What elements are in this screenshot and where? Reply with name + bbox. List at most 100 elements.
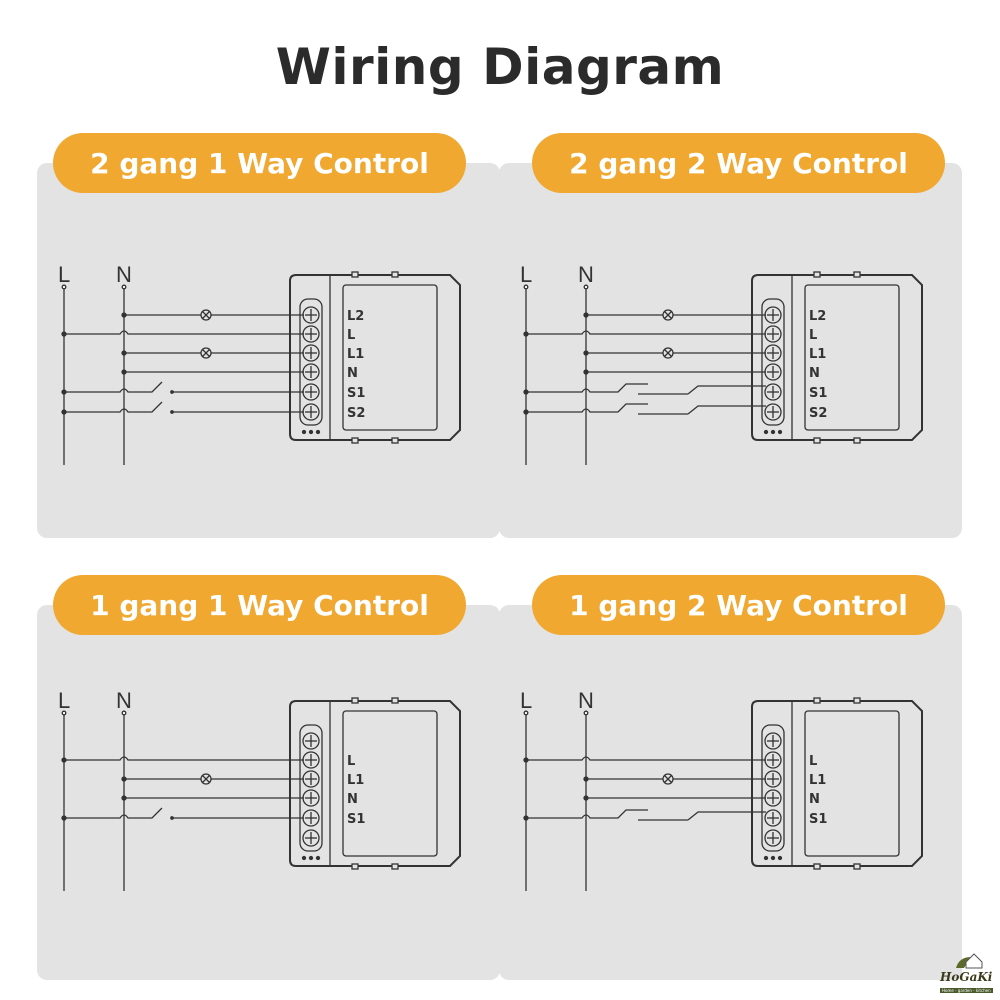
bus-end bbox=[61, 710, 67, 716]
module-tab bbox=[813, 863, 821, 870]
module-tab bbox=[853, 437, 861, 444]
line-label: L bbox=[58, 262, 70, 287]
junction-dot bbox=[121, 369, 127, 375]
screw-terminal-icon bbox=[764, 383, 782, 401]
module-tab bbox=[351, 863, 359, 870]
terminal-label-l1: L1 bbox=[347, 347, 364, 362]
indicator-dot bbox=[770, 855, 776, 861]
junction-dot bbox=[583, 369, 589, 375]
indicator-dot bbox=[777, 429, 783, 435]
junction-dot bbox=[61, 757, 67, 763]
panel-2gang-1way bbox=[37, 163, 500, 538]
two-way-switch-icon bbox=[526, 809, 648, 819]
lamp-cross bbox=[202, 311, 210, 319]
terminal-block bbox=[761, 724, 785, 852]
bus-end bbox=[121, 710, 127, 716]
module-tab bbox=[391, 697, 399, 704]
terminal-label-s1: S1 bbox=[809, 812, 827, 827]
screw-terminal-icon bbox=[302, 732, 320, 750]
junction-dot bbox=[121, 795, 127, 801]
logo-name: HoGaKi bbox=[940, 970, 993, 984]
indicator-dot bbox=[763, 429, 769, 435]
line-wire bbox=[64, 756, 304, 761]
pill-2gang-1way: 2 gang 1 Way Control bbox=[53, 133, 466, 193]
lamp-cross bbox=[664, 775, 672, 783]
junction-dot bbox=[583, 350, 589, 356]
terminal-label-l2: L2 bbox=[809, 309, 826, 324]
logo-tagline: Home - garden - kitchen bbox=[940, 988, 993, 993]
neutral-label: N bbox=[116, 688, 132, 713]
junction-dot bbox=[583, 776, 589, 782]
terminal-label-n: N bbox=[347, 792, 358, 807]
line-wire bbox=[526, 330, 766, 335]
module-tab bbox=[351, 271, 359, 278]
neutral-label: N bbox=[578, 262, 594, 287]
switch-icon bbox=[64, 381, 163, 393]
hogaki-logo: HoGaKi Home - garden - kitchen bbox=[938, 950, 998, 998]
terminal-label-l: L bbox=[809, 754, 817, 769]
module-tab bbox=[391, 437, 399, 444]
line-label: L bbox=[58, 688, 70, 713]
terminal-block bbox=[761, 298, 785, 426]
screw-terminal-icon bbox=[302, 829, 320, 847]
module-tab bbox=[813, 697, 821, 704]
module-tab bbox=[853, 271, 861, 278]
junction-dot bbox=[583, 312, 589, 318]
module-body bbox=[751, 700, 923, 867]
two-way-switch-icon bbox=[526, 383, 648, 393]
module-tab bbox=[813, 271, 821, 278]
terminal-block bbox=[299, 724, 323, 852]
indicator-dot bbox=[315, 855, 321, 861]
panel-1gang-1way bbox=[37, 605, 500, 980]
module-tab bbox=[391, 863, 399, 870]
junction-dot bbox=[523, 757, 529, 763]
switch-icon bbox=[64, 807, 163, 819]
terminal-label-l: L bbox=[347, 328, 355, 343]
two-way-switch-icon bbox=[687, 405, 766, 415]
module-tab bbox=[351, 697, 359, 704]
terminal-label-l2: L2 bbox=[347, 309, 364, 324]
terminal-label-l1: L1 bbox=[809, 347, 826, 362]
lamp-cross bbox=[202, 775, 210, 783]
panel-1gang-2way bbox=[499, 605, 962, 980]
indicator-dot bbox=[763, 855, 769, 861]
line-label: L bbox=[520, 262, 532, 287]
screw-terminal-icon bbox=[764, 403, 782, 421]
pill-2gang-2way: 2 gang 2 Way Control bbox=[532, 133, 945, 193]
bus-end bbox=[583, 710, 589, 716]
two-way-switch-icon bbox=[526, 403, 648, 413]
terminal-label-s1: S1 bbox=[809, 386, 827, 401]
indicator-dot bbox=[308, 429, 314, 435]
switch-module bbox=[751, 271, 923, 444]
module-body bbox=[289, 274, 461, 441]
junction-dot bbox=[61, 331, 67, 337]
screw-terminal-icon bbox=[764, 809, 782, 827]
page-title: Wiring Diagram bbox=[275, 38, 725, 96]
terminal-block bbox=[299, 298, 323, 426]
switch-icon bbox=[64, 401, 163, 413]
terminal-label-n: N bbox=[809, 792, 820, 807]
label-area bbox=[804, 284, 900, 431]
bus-end bbox=[523, 710, 529, 716]
bus-end bbox=[61, 284, 67, 290]
line-label: L bbox=[520, 688, 532, 713]
switch-module bbox=[289, 271, 461, 444]
terminal-label-l: L bbox=[809, 328, 817, 343]
terminal-label-n: N bbox=[809, 366, 820, 381]
pill-1gang-1way: 1 gang 1 Way Control bbox=[53, 575, 466, 635]
two-way-switch-icon bbox=[687, 811, 766, 821]
indicator-dot bbox=[315, 429, 321, 435]
house-leaf-icon bbox=[956, 953, 983, 969]
terminal-label-s2: S2 bbox=[809, 406, 827, 421]
bus-end bbox=[583, 284, 589, 290]
pill-1gang-2way: 1 gang 2 Way Control bbox=[532, 575, 945, 635]
screw-terminal-icon bbox=[764, 732, 782, 750]
label-area bbox=[342, 710, 438, 857]
terminal-label-s2: S2 bbox=[347, 406, 365, 421]
switch-module bbox=[289, 697, 461, 870]
module-tab bbox=[853, 863, 861, 870]
junction-dot bbox=[121, 312, 127, 318]
